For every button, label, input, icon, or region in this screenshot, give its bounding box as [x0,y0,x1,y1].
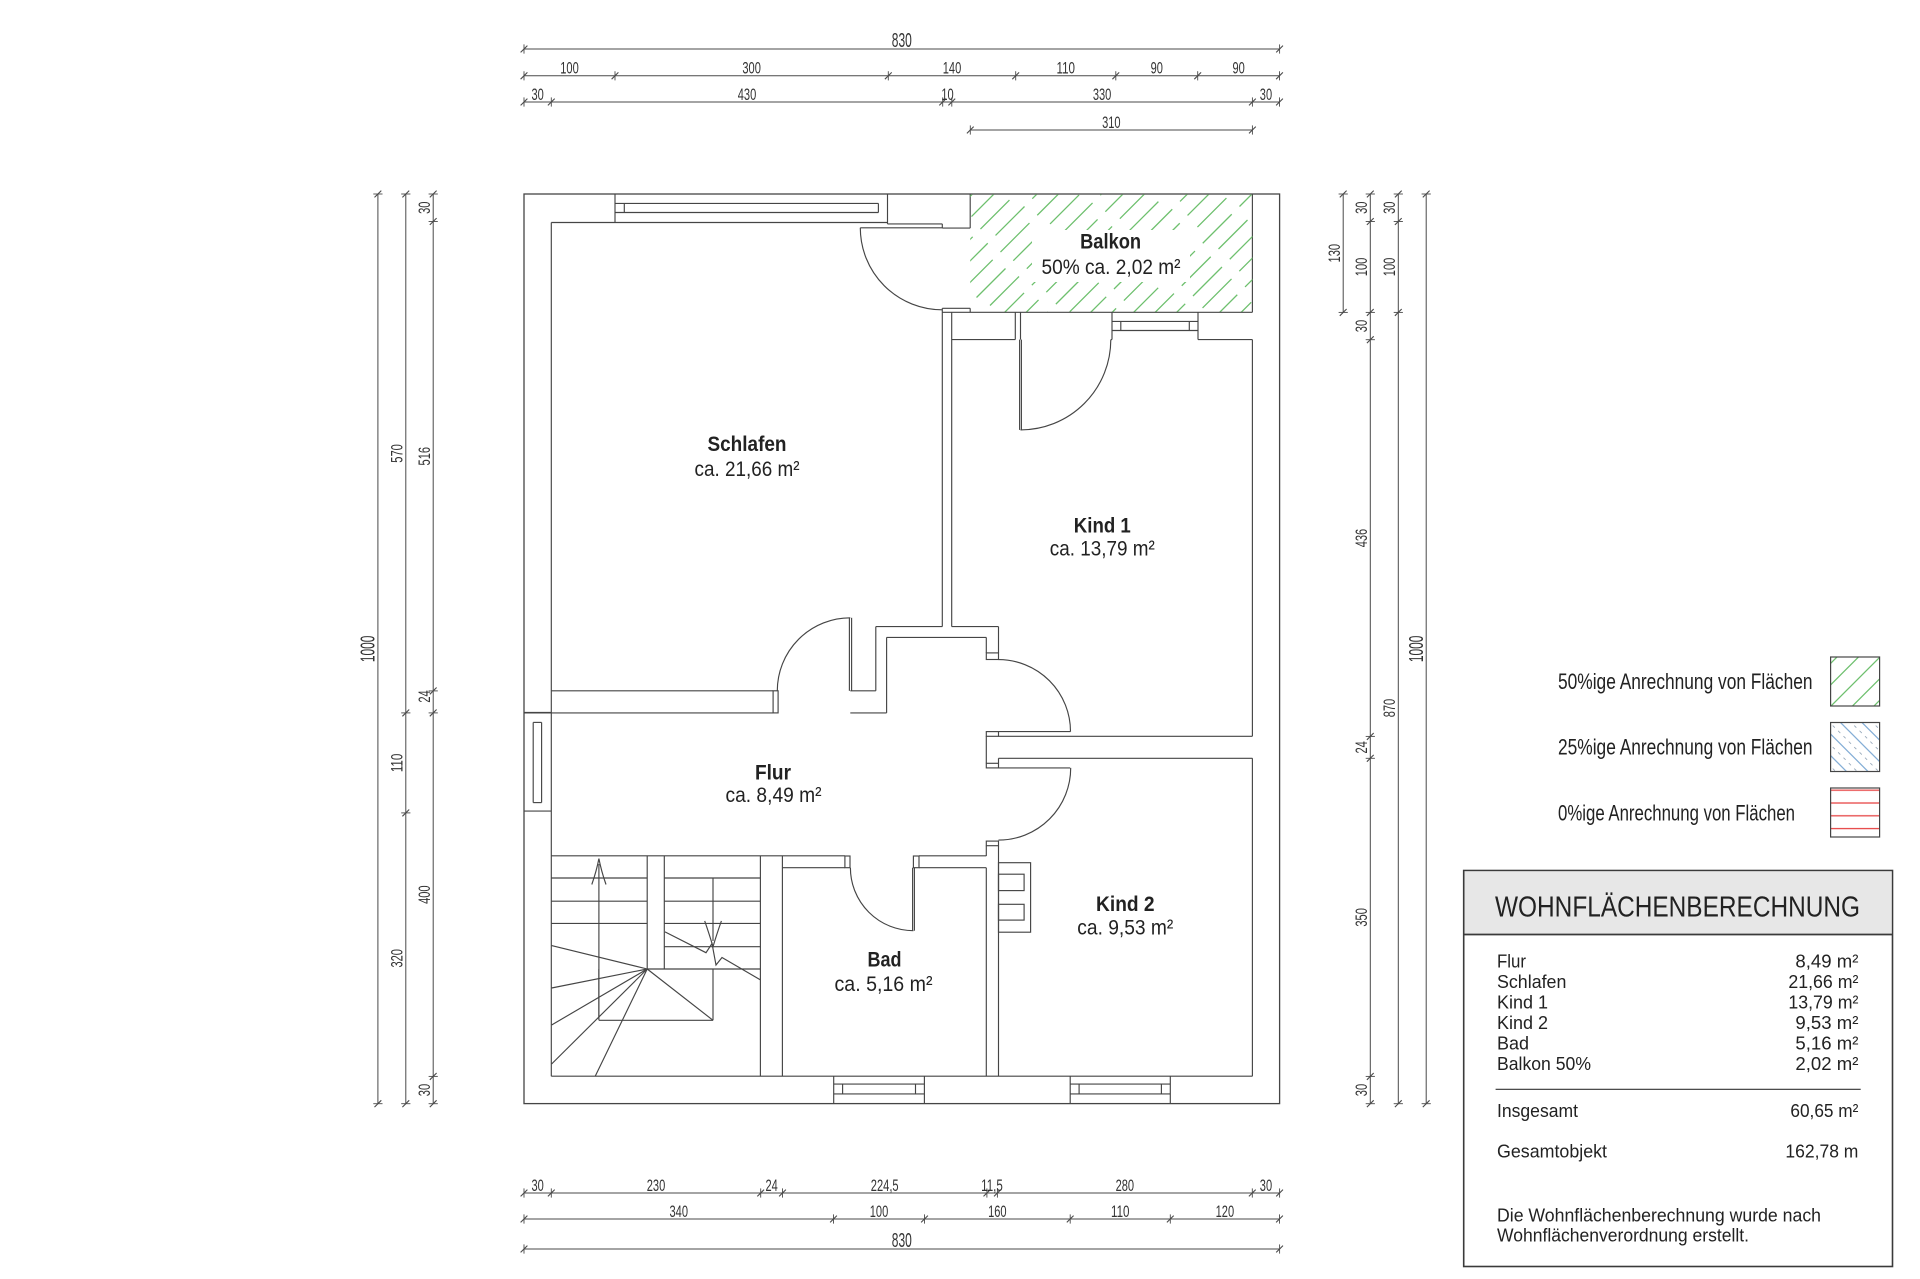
svg-text:110: 110 [388,754,407,773]
svg-text:Gesamtobjekt: Gesamtobjekt [1497,1141,1607,1162]
svg-text:13,79 m²: 13,79 m² [1788,991,1858,1012]
svg-text:5,16 m²: 5,16 m² [1795,1032,1858,1053]
svg-text:570: 570 [388,444,407,463]
svg-text:320: 320 [388,949,407,968]
svg-text:30: 30 [1352,320,1371,332]
svg-text:50%ige Anrechnung von Flächen: 50%ige Anrechnung von Flächen [1558,669,1813,694]
svg-text:Flur: Flur [1497,950,1526,971]
svg-text:350: 350 [1352,908,1371,927]
svg-text:1000: 1000 [1406,636,1428,663]
svg-text:120: 120 [1216,1202,1235,1221]
svg-text:100: 100 [1380,258,1399,277]
svg-text:224,5: 224,5 [871,1176,899,1195]
svg-text:1000: 1000 [358,636,380,663]
svg-text:24: 24 [1352,741,1371,753]
svg-text:400: 400 [415,885,434,904]
svg-text:10: 10 [941,85,953,104]
svg-text:0%ige Anrechnung von Flächen: 0%ige Anrechnung von Flächen [1558,800,1795,825]
svg-text:100: 100 [1352,258,1371,277]
svg-text:Kind 2: Kind 2 [1096,893,1155,916]
svg-text:Flur: Flur [755,762,791,785]
svg-text:110: 110 [1111,1202,1130,1221]
svg-text:30: 30 [415,202,434,214]
svg-text:11,5: 11,5 [981,1176,1003,1195]
svg-text:430: 430 [738,85,757,104]
svg-text:830: 830 [892,1230,912,1252]
svg-text:Bad: Bad [868,949,902,972]
svg-text:310: 310 [1102,113,1121,132]
svg-text:2,02 m²: 2,02 m² [1795,1053,1858,1074]
svg-text:Bad: Bad [1497,1032,1529,1053]
svg-text:50% ca. 2,02 m²: 50% ca. 2,02 m² [1042,256,1181,279]
svg-text:Die Wohnflächenberechnung wurd: Die Wohnflächenberechnung wurde nach [1497,1205,1821,1226]
svg-text:ca. 13,79 m²: ca. 13,79 m² [1050,538,1155,561]
svg-text:24: 24 [415,690,434,702]
svg-text:130: 130 [1325,244,1344,263]
svg-text:100: 100 [870,1202,889,1221]
svg-text:Wohnflächenverordnung erstellt: Wohnflächenverordnung erstellt. [1497,1224,1749,1245]
svg-text:WOHNFLÄCHENBERECHNUNG: WOHNFLÄCHENBERECHNUNG [1495,891,1860,923]
svg-text:30: 30 [532,85,544,104]
svg-text:30: 30 [1352,1084,1371,1096]
svg-text:30: 30 [1260,1176,1272,1195]
svg-text:ca. 21,66 m²: ca. 21,66 m² [695,458,800,481]
svg-text:Kind 2: Kind 2 [1497,1012,1548,1033]
svg-text:340: 340 [670,1202,689,1221]
svg-text:Balkon 50%: Balkon 50% [1497,1053,1591,1074]
svg-text:60,65 m²: 60,65 m² [1790,1100,1858,1121]
svg-text:Kind 1: Kind 1 [1074,515,1131,538]
svg-text:870: 870 [1380,699,1399,718]
svg-text:Schlafen: Schlafen [1497,971,1566,992]
svg-text:30: 30 [1380,202,1399,214]
svg-text:230: 230 [647,1176,666,1195]
svg-text:30: 30 [1352,202,1371,214]
svg-text:162,78 m: 162,78 m [1785,1141,1858,1162]
svg-text:280: 280 [1116,1176,1135,1195]
svg-text:516: 516 [415,447,434,466]
svg-text:25%ige Anrechnung von Flächen: 25%ige Anrechnung von Flächen [1558,735,1813,760]
svg-text:Kind 1: Kind 1 [1497,991,1548,1012]
svg-text:300: 300 [742,59,761,78]
svg-text:ca. 9,53 m²: ca. 9,53 m² [1077,916,1173,939]
svg-text:21,66 m²: 21,66 m² [1788,971,1858,992]
svg-text:160: 160 [988,1202,1007,1221]
svg-text:90: 90 [1151,59,1163,78]
svg-text:Balkon: Balkon [1080,231,1141,254]
svg-text:ca. 5,16 m²: ca. 5,16 m² [835,973,933,996]
svg-text:8,49 m²: 8,49 m² [1795,950,1858,971]
svg-text:830: 830 [892,30,912,52]
svg-text:Schlafen: Schlafen [708,433,787,456]
svg-text:436: 436 [1352,529,1371,548]
svg-text:30: 30 [532,1176,544,1195]
svg-text:Insgesamt: Insgesamt [1497,1100,1578,1121]
svg-text:ca. 8,49 m²: ca. 8,49 m² [726,784,822,807]
svg-text:24: 24 [765,1176,777,1195]
svg-text:140: 140 [943,59,962,78]
svg-text:30: 30 [415,1084,434,1096]
svg-text:100: 100 [560,59,579,78]
svg-text:110: 110 [1057,59,1076,78]
svg-text:330: 330 [1093,85,1112,104]
svg-text:9,53 m²: 9,53 m² [1795,1012,1858,1033]
svg-text:30: 30 [1260,85,1272,104]
svg-text:90: 90 [1232,59,1244,78]
